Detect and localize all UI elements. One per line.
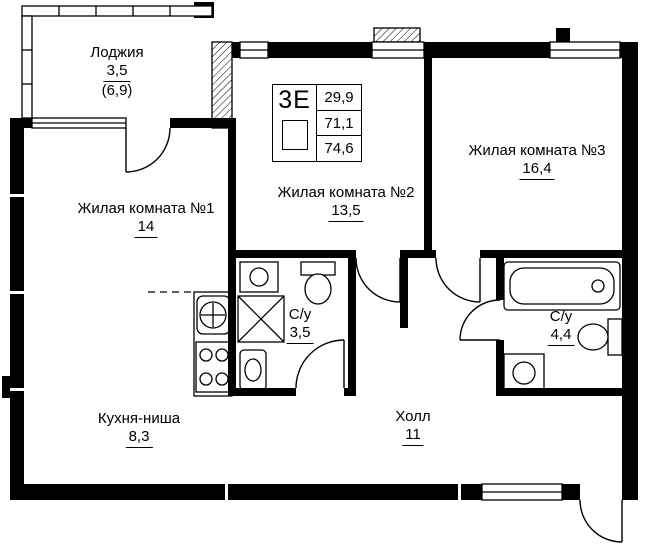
doors xyxy=(125,127,623,543)
vent-shafts xyxy=(211,27,421,129)
room-area: 14 xyxy=(134,218,158,238)
room-name: Лоджия xyxy=(90,44,144,61)
room-label-bath2: С/у 4,4 xyxy=(547,308,575,346)
unit-type: 3Е xyxy=(278,86,311,114)
room-label-room2: Жилая комната №2 13,5 xyxy=(277,184,415,222)
unit-area-1: 29,9 xyxy=(317,85,361,111)
window-bottom xyxy=(481,483,563,501)
toilet2-icon xyxy=(577,318,623,356)
kitchen-sink-icon xyxy=(196,295,231,335)
room-area: 16,4 xyxy=(519,160,555,180)
room-label-bath1: С/у 3,5 xyxy=(286,306,314,344)
room-name: Жилая комната №2 xyxy=(277,184,415,201)
room-area: 8,3 xyxy=(125,428,153,448)
room-name: Кухня-ниша xyxy=(97,410,181,427)
room-label-hall: Холл 11 xyxy=(395,408,431,446)
room-name: Жилая комната №3 xyxy=(468,142,606,159)
room-name: С/у xyxy=(288,306,312,323)
room-area: 4,4 xyxy=(547,326,575,346)
loggia-door xyxy=(125,127,171,173)
washing-machine2-icon xyxy=(503,353,545,393)
room-label-room3: Жилая комната №3 16,4 xyxy=(468,142,606,180)
room-area: 3,5 xyxy=(103,62,131,82)
window-room3 xyxy=(549,41,621,59)
room-name: Холл xyxy=(395,408,431,425)
washbasin-icon xyxy=(239,349,267,391)
window-loggia-room1 xyxy=(31,117,127,129)
room-area-secondary: (6,9) xyxy=(101,81,133,99)
room-name: Жилая комната №1 xyxy=(77,200,215,217)
room2-door xyxy=(355,257,401,303)
window-room2-left xyxy=(239,41,269,59)
room-name: С/у xyxy=(549,308,573,325)
bath2-door xyxy=(459,299,501,341)
room-label-room1: Жилая комната №1 14 xyxy=(77,200,215,238)
room-area: 11 xyxy=(402,426,424,446)
walls xyxy=(2,2,638,500)
shower-tray-icon xyxy=(237,295,285,343)
room-area: 13,5 xyxy=(328,202,364,222)
bath1-door xyxy=(295,339,345,389)
unit-area-2: 71,1 xyxy=(317,111,361,137)
room-area: 3,5 xyxy=(286,324,314,344)
unit-area-3: 74,6 xyxy=(324,140,354,158)
room3-door xyxy=(435,257,481,303)
windows xyxy=(31,41,621,501)
fixtures xyxy=(193,261,623,397)
room-label-kitchen: Кухня-ниша 8,3 xyxy=(98,410,180,448)
window-room2-right xyxy=(371,41,425,59)
entry-door xyxy=(579,499,623,543)
washing-machine-icon xyxy=(239,261,279,293)
toilet-icon xyxy=(300,261,336,305)
bathtub-icon xyxy=(503,261,621,311)
unit-info-box: 3Е 29,9 71,1 74,6 xyxy=(272,84,362,162)
panel-joints xyxy=(10,194,461,500)
room-label-loggia: Лоджия 3,5 (6,9) xyxy=(90,44,143,100)
unit-plan-placeholder xyxy=(281,120,308,150)
stove-icon xyxy=(195,341,232,393)
loggia-glazing xyxy=(21,5,213,119)
